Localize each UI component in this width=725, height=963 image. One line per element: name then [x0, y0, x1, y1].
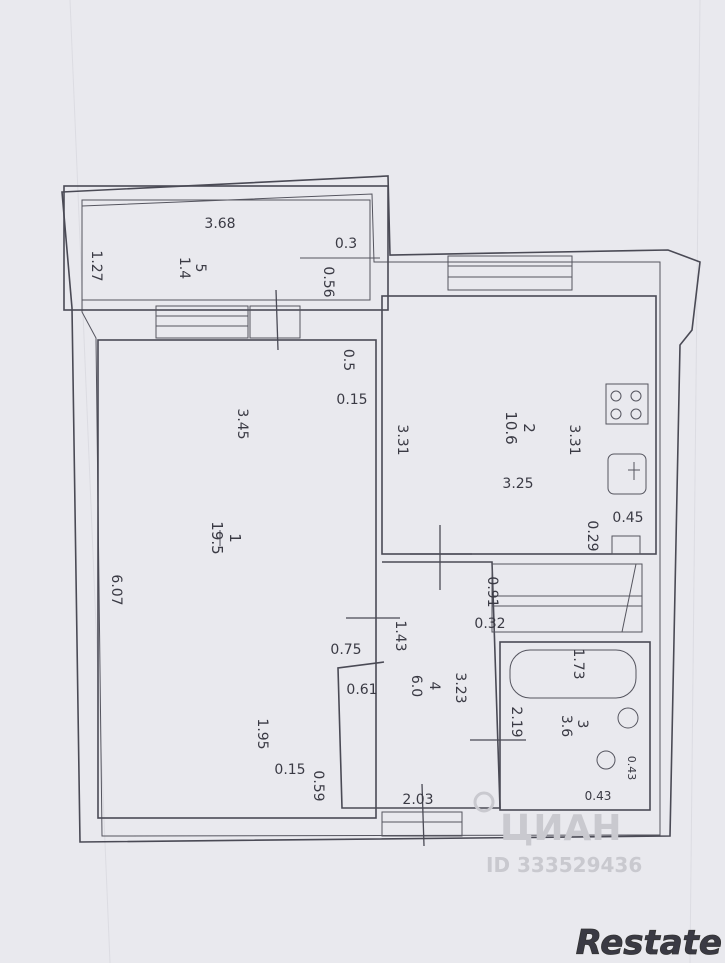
dim-0-91: 0.91 — [484, 576, 500, 607]
room-3-outline — [499, 641, 651, 811]
window-balcony — [155, 305, 301, 339]
toilet — [596, 535, 641, 770]
room-1-outline — [97, 339, 377, 819]
room-4-length: 3.23 — [452, 672, 468, 703]
room-4-width: 2.03 — [402, 792, 433, 808]
room-2-outline — [381, 295, 657, 555]
room-4-stub: 1.43 — [392, 620, 408, 651]
stove — [605, 383, 649, 425]
room-3-number: 3 — [574, 720, 590, 729]
room-1-label: 1 19.5 — [208, 521, 244, 554]
dim-0-59: 0.59 — [310, 770, 326, 801]
room-5-depth: 1.27 — [88, 250, 104, 281]
dim-0-29: 0.29 — [584, 520, 600, 551]
dim-0-43-a: 0.43 — [625, 756, 638, 781]
room-4-number: 4 — [426, 682, 442, 691]
room-1-length: 6.07 — [108, 574, 124, 605]
restate-logo: Restate — [575, 923, 722, 963]
sink — [607, 453, 647, 495]
outer-walls — [61, 175, 701, 843]
room-2-area: 10.6 — [502, 411, 520, 444]
room-2-number: 2 — [520, 423, 538, 433]
dim-0-15-bot: 0.15 — [274, 762, 305, 778]
room-3-length: 2.19 — [508, 706, 524, 737]
dim-0-45: 0.45 — [612, 510, 643, 526]
dim-0-75: 0.75 — [330, 642, 361, 658]
dim-0-5: 0.5 — [340, 349, 356, 371]
room-3-tub-length: 1.73 — [570, 648, 586, 679]
room-1-number: 1 — [226, 533, 244, 543]
window-bottom — [381, 811, 463, 837]
room-5-length: 3.68 — [204, 216, 235, 232]
dim-0-32: 0.32 — [474, 616, 505, 632]
room-5-balcony — [63, 185, 389, 311]
watermark-brand: ЦИАН — [500, 808, 622, 849]
room-3-area: 3.6 — [558, 715, 574, 737]
restate-logo-text: Restate — [576, 923, 722, 963]
room-4-area: 6.0 — [408, 675, 424, 697]
closets — [491, 563, 643, 633]
room-2-width: 3.25 — [502, 476, 533, 492]
room-5-area: 1.4 — [176, 257, 192, 279]
svg-text:1: 1 — [226, 533, 244, 543]
bathtub — [509, 649, 637, 699]
room-5-number: 5 — [192, 264, 208, 273]
room-4-outline — [337, 561, 501, 809]
dim-0-56: 0.56 — [320, 266, 336, 297]
dim-0-3: 0.3 — [335, 236, 357, 252]
room-1-width: 3.45 — [234, 408, 250, 439]
room-2-length-right: 3.31 — [566, 424, 582, 455]
cian-watermark: ЦИАН ID 333529436 — [473, 791, 642, 877]
dim-1-95: 1.95 — [254, 718, 270, 749]
dim-0-61: 0.61 — [346, 682, 377, 698]
room-1-area: 19.5 — [208, 521, 226, 554]
dim-0-15-top: 0.15 — [336, 392, 367, 408]
room-2-length-left: 3.31 — [394, 424, 410, 455]
section-lines — [275, 289, 526, 847]
watermark-id: ID 333529436 — [486, 853, 642, 877]
paper-lines — [69, 0, 701, 963]
window-kitchen — [447, 255, 573, 291]
dim-0-43-b: 0.43 — [585, 789, 612, 803]
